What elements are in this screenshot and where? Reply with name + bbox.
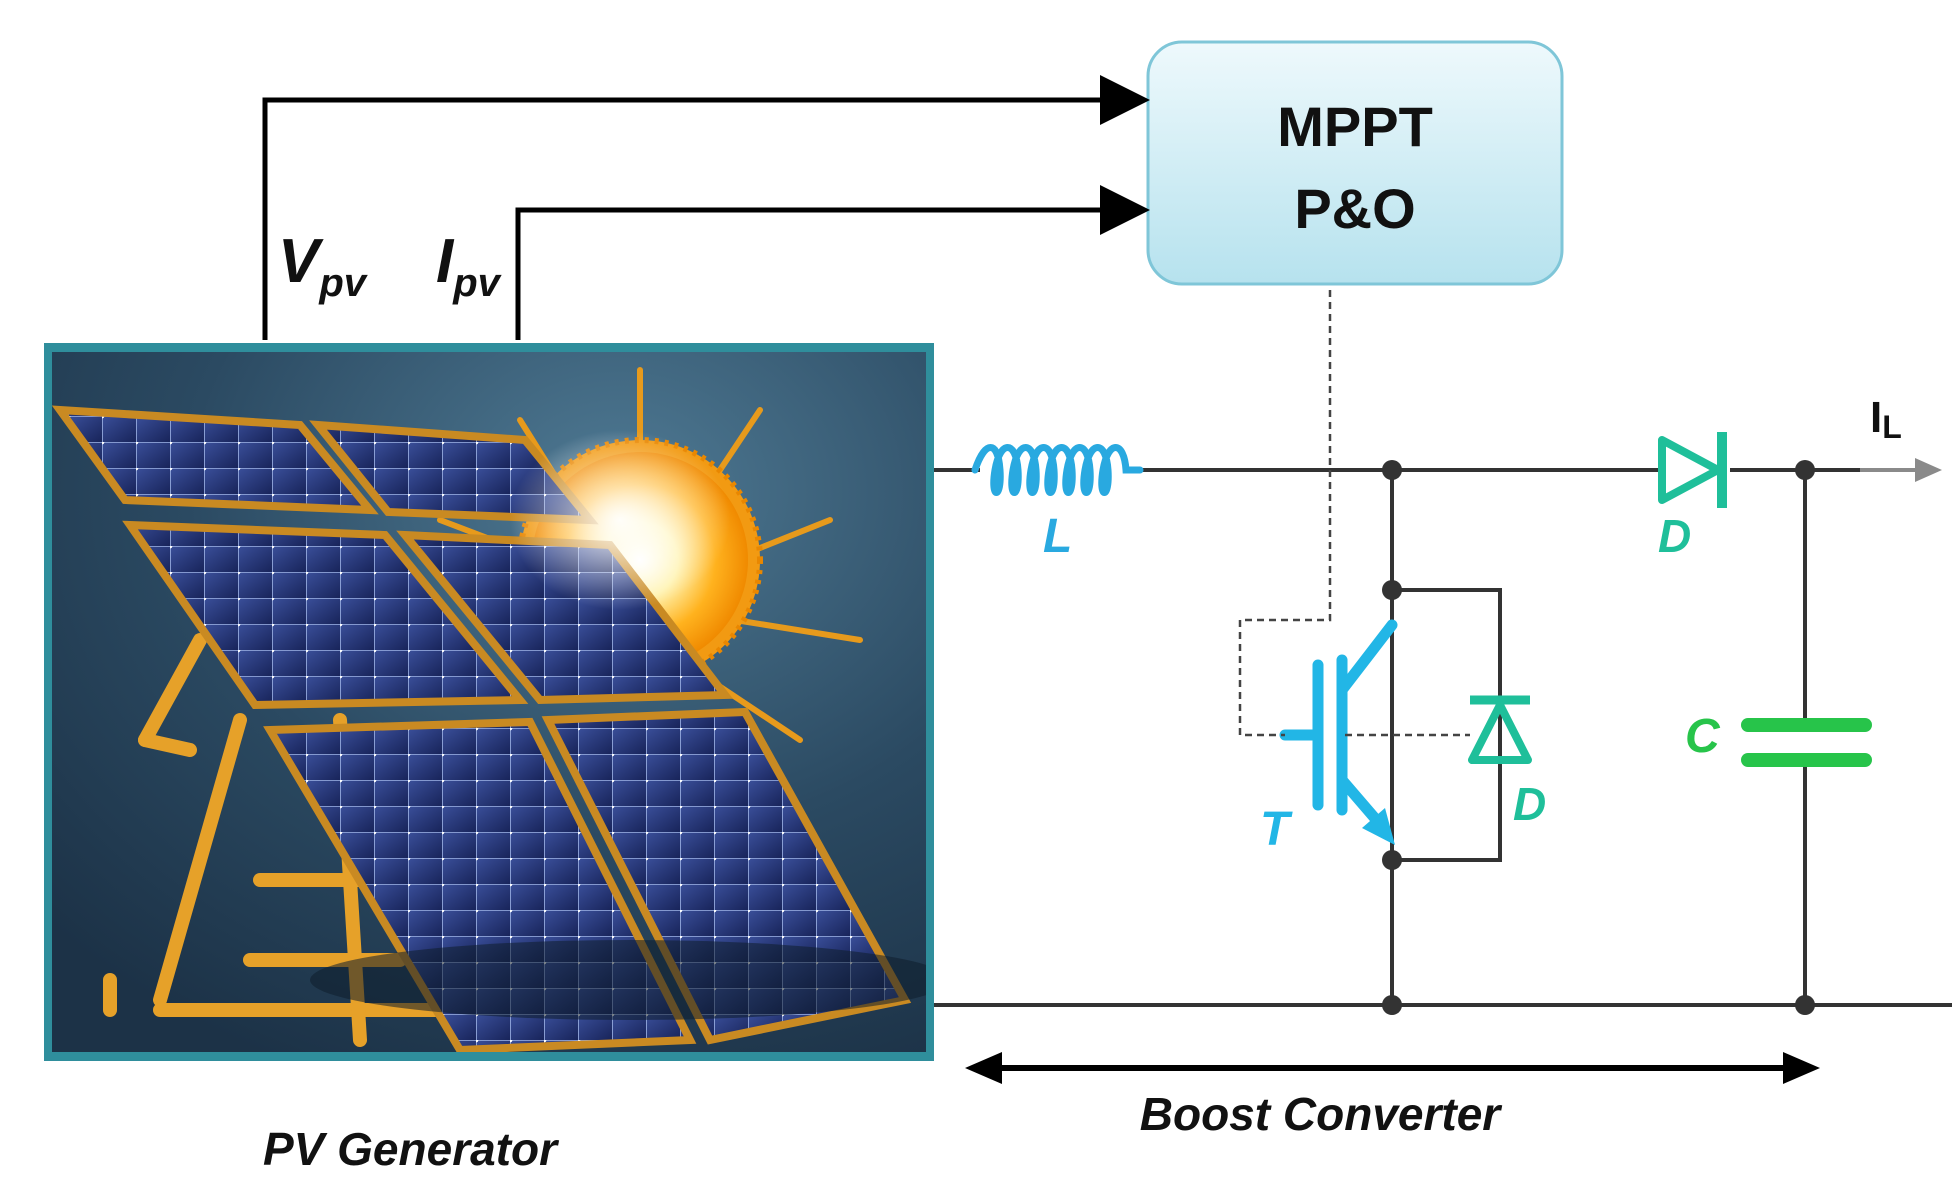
antiparallel-diode-label: D (1513, 778, 1546, 830)
gate-control-line (1238, 290, 1470, 737)
mppt-box (1146, 40, 1564, 286)
pv-generator-caption: PV Generator (263, 1123, 559, 1175)
transistor-label: T (1260, 803, 1293, 856)
boost-converter-caption: Boost Converter (1140, 1088, 1502, 1140)
transistor-icon (1279, 619, 1398, 836)
output-current-label: IL (1870, 393, 1902, 445)
transistor-emitter-arrow (1362, 808, 1395, 845)
antiparallel-diode-icon (1468, 695, 1532, 764)
po-algorithm-label: P&O (1294, 177, 1415, 240)
junction-dots (1382, 460, 1815, 1015)
capacitor-icon (1741, 718, 1872, 767)
pv-generator-image (44, 343, 934, 1061)
capacitor-label: C (1685, 710, 1721, 763)
current-signal-label: Ipv (436, 227, 503, 305)
circuit-wires (934, 468, 1952, 1007)
series-diode-label: D (1658, 510, 1691, 562)
sense-lines (262, 75, 1150, 340)
inductor-icon (971, 444, 1144, 496)
current-sense-line (515, 185, 1150, 340)
mppt-label: MPPT (1277, 95, 1433, 158)
voltage-sense-line (262, 75, 1150, 340)
mppt-block: MPPT P&O (1146, 40, 1564, 286)
inductor-label: L (1043, 510, 1072, 563)
voltage-signal-label: Vpv (278, 227, 369, 305)
series-diode-icon (1658, 432, 1727, 508)
